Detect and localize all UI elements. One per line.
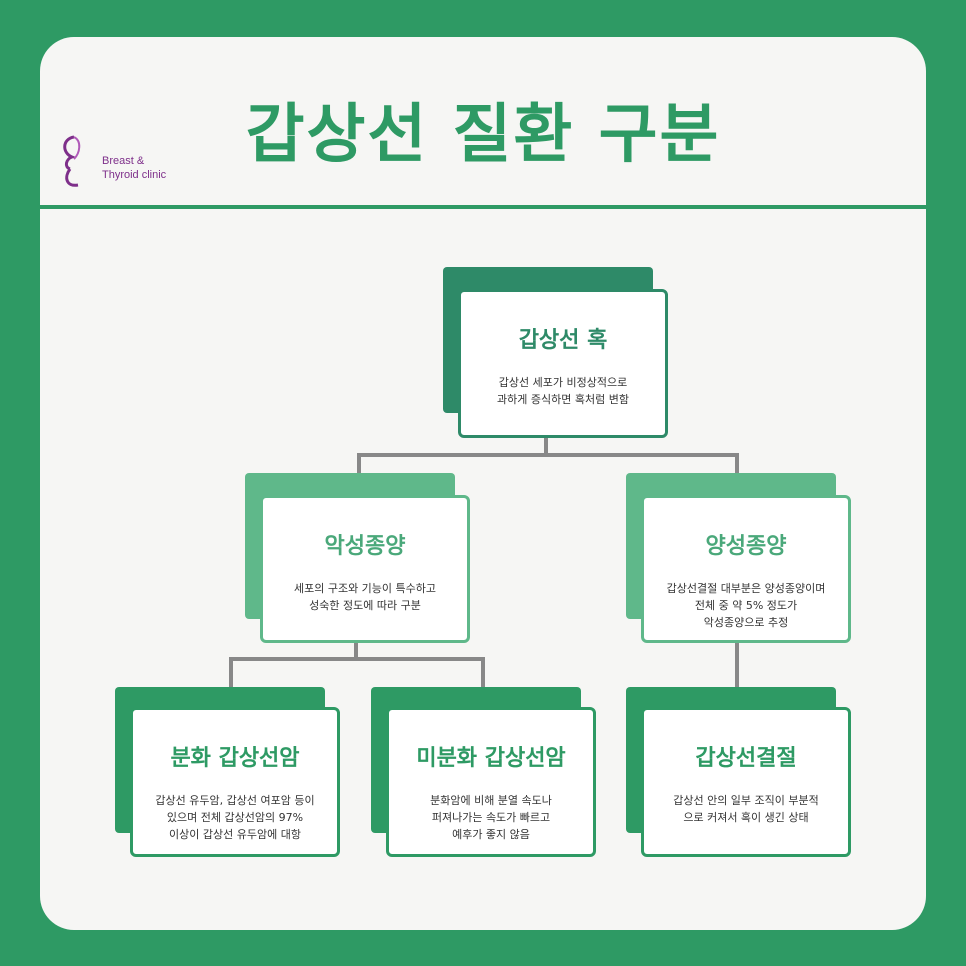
root-node-desc: 갑상선 세포가 비정상적으로 과하게 증식하면 혹처럼 변함 — [497, 376, 629, 406]
benign-node-desc: 갑상선결절 대부분은 양성종양이며 전체 중 약 5% 정도가 악성종양으로 추… — [666, 582, 826, 629]
connector-level2 — [229, 657, 485, 705]
header-divider — [40, 205, 926, 209]
logo-line-2: Thyroid clinic — [102, 169, 167, 181]
undifferentiated-node-title: 미분화 갑상선암 — [416, 746, 566, 771]
content-card: Breast & Thyroid clinic 갑상선 질환 구분 갑상선 혹 … — [40, 37, 926, 930]
undifferentiated-node: 미분화 갑상선암 분화암에 비해 분열 속도나 퍼져나가는 속도가 빠르고 예후… — [386, 707, 596, 857]
undifferentiated-node-desc: 분화암에 비해 분열 속도나 퍼져나가는 속도가 빠르고 예후가 좋지 않음 — [430, 794, 552, 841]
malignant-node-desc: 세포의 구조와 기능이 특수하고 성숙한 정도에 따라 구분 — [293, 582, 437, 612]
benign-node: 양성종양 갑상선결절 대부분은 양성종양이며 전체 중 약 5% 정도가 악성종… — [641, 495, 851, 643]
differentiated-node: 분화 갑상선암 갑상선 유두암, 갑상선 여포암 등이 있으며 전체 갑상선암의… — [130, 707, 340, 857]
header: Breast & Thyroid clinic 갑상선 질환 구분 — [40, 37, 926, 205]
nodule-node: 갑상선결절 갑상선 안의 일부 조직이 부분적 으로 커져서 혹이 생긴 상태 — [641, 707, 851, 857]
nodule-node-desc: 갑상선 안의 일부 조직이 부분적 으로 커져서 혹이 생긴 상태 — [673, 794, 819, 824]
root-node: 갑상선 혹 갑상선 세포가 비정상적으로 과하게 증식하면 혹처럼 변함 — [458, 289, 668, 438]
butterfly-ribbon-icon — [63, 135, 81, 187]
benign-node-title: 양성종양 — [705, 534, 787, 559]
differentiated-node-desc: 갑상선 유두암, 갑상선 여포암 등이 있으며 전체 갑상선암의 97% 이상이… — [155, 794, 315, 841]
nodule-node-title: 갑상선결절 — [695, 746, 797, 771]
malignant-node: 악성종양 세포의 구조와 기능이 특수하고 성숙한 정도에 따라 구분 — [260, 495, 470, 643]
logo-line-1: Breast & — [102, 155, 145, 167]
malignant-node-title: 악성종양 — [324, 534, 406, 559]
clinic-logo: Breast & Thyroid clinic — [56, 133, 196, 193]
page-title: 갑상선 질환 구분 — [245, 98, 721, 172]
root-node-title: 갑상선 혹 — [518, 328, 608, 353]
differentiated-node-title: 분화 갑상선암 — [170, 746, 300, 771]
